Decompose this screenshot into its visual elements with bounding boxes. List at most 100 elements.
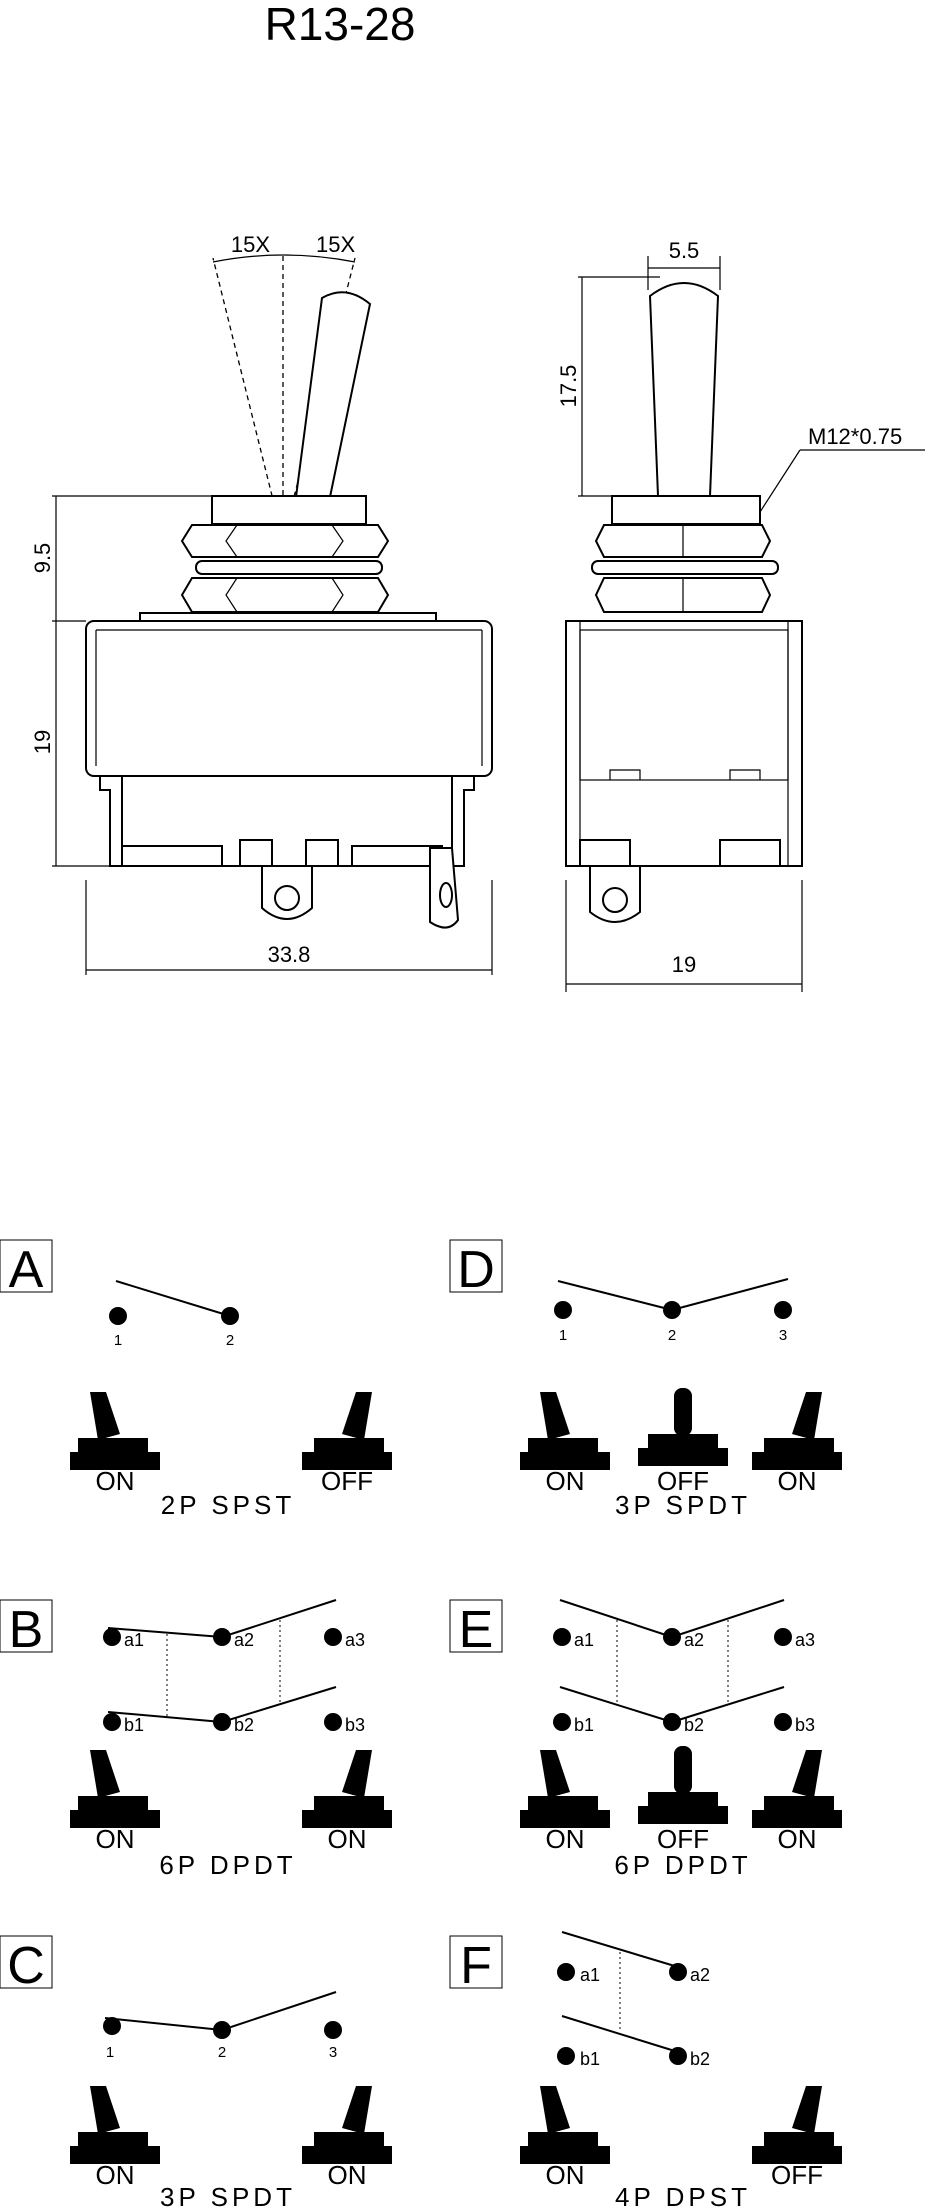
- circuit-f: F a1 a2 b1 b2 ON OFF 4P DPST: [449, 1931, 842, 2210]
- circuit-c-caption: 3P SPDT: [160, 2182, 296, 2210]
- svg-text:b1: b1: [574, 1715, 594, 1735]
- toggle-icon-on: [70, 1750, 160, 1828]
- dim-body-height: 19: [30, 730, 55, 754]
- toggle-icon-off: [638, 1388, 728, 1466]
- toggle-icon-on: [70, 1392, 160, 1470]
- side-lever: [648, 282, 720, 497]
- svg-text:ON: ON: [546, 1466, 585, 1496]
- svg-text:a2: a2: [234, 1630, 254, 1650]
- thread-spec: M12*0.75: [808, 424, 902, 449]
- circuit-f-caption: 4P DPST: [615, 2182, 751, 2210]
- side-view-drawing: 5.5 17.5 M12*0.75 19: [556, 238, 925, 992]
- circuit-a-label: A: [9, 1241, 44, 1299]
- svg-text:ON: ON: [328, 2160, 367, 2190]
- toggle-icon-on: [520, 2086, 610, 2164]
- svg-text:2: 2: [218, 2044, 226, 2061]
- svg-text:2: 2: [668, 1327, 676, 1344]
- svg-text:1: 1: [106, 2044, 114, 2061]
- switch-body: [85, 620, 493, 777]
- svg-text:a3: a3: [345, 1630, 365, 1650]
- circuit-c: C 1 2 3 ON ON 3P SPDT: [0, 1935, 392, 2210]
- side-lock-washer: [591, 560, 779, 575]
- circuit-b-label: B: [9, 1601, 44, 1659]
- front-view-drawing: 15X 15X 9.5 1: [30, 232, 493, 975]
- angle-ray-left: [212, 257, 284, 541]
- circuit-b-caption: 6P DPDT: [159, 1850, 296, 1880]
- circuit-c-label: C: [7, 1937, 45, 1995]
- svg-text:ON: ON: [778, 1466, 817, 1496]
- svg-text:a2: a2: [684, 1630, 704, 1650]
- dim-lever-width: 5.5: [669, 238, 700, 263]
- svg-text:ON: ON: [778, 1824, 817, 1854]
- circuit-a: A 1 2 ON OFF 2P SPST: [0, 1239, 392, 1520]
- svg-text:a2: a2: [690, 1965, 710, 1985]
- svg-text:a1: a1: [574, 1630, 594, 1650]
- dim-side-width: 19: [672, 952, 696, 977]
- svg-text:OFF: OFF: [771, 2160, 823, 2190]
- toggle-icon-off: [638, 1746, 728, 1824]
- circuit-f-box: [449, 1935, 503, 1989]
- svg-text:a3: a3: [795, 1630, 815, 1650]
- svg-text:1: 1: [114, 1332, 122, 1349]
- state-off: OFF: [321, 1466, 373, 1496]
- svg-text:ON: ON: [546, 1824, 585, 1854]
- circuit-e-box: [449, 1599, 503, 1653]
- svg-text:3: 3: [329, 2044, 337, 2061]
- svg-text:OFF: OFF: [657, 1466, 709, 1496]
- toggle-icon-on: [520, 1392, 610, 1470]
- dim-body-width: 33.8: [268, 942, 311, 967]
- circuit-b: B a1 a2 a3 b1 b2 b3 ON ON 6P DPDT: [0, 1599, 392, 1880]
- dim-lever-height: 17.5: [556, 365, 581, 408]
- lock-washer: [195, 560, 383, 575]
- angle-left-label: 15X: [231, 232, 270, 257]
- svg-text:b2: b2: [690, 2049, 710, 2069]
- bushing-cap: [211, 495, 367, 525]
- toggle-lever: [294, 291, 372, 498]
- circuit-d-label: D: [457, 1241, 495, 1299]
- toggle-icon-off: [302, 1392, 392, 1470]
- svg-text:b1: b1: [580, 2049, 600, 2069]
- toggle-icon-on: [302, 2086, 392, 2164]
- svg-text:ON: ON: [96, 1824, 135, 1854]
- svg-text:b2: b2: [684, 1715, 704, 1735]
- svg-text:ON: ON: [328, 1824, 367, 1854]
- hex-nut-upper: [180, 524, 390, 558]
- side-switch-body: [565, 620, 803, 867]
- svg-text:a1: a1: [124, 1630, 144, 1650]
- toggle-icon-on: [70, 2086, 160, 2164]
- svg-text:OFF: OFF: [657, 1824, 709, 1854]
- svg-text:b3: b3: [795, 1715, 815, 1735]
- circuit-b-box: [0, 1599, 53, 1653]
- circuit-f-label: F: [460, 1937, 492, 1995]
- svg-text:3: 3: [779, 1327, 787, 1344]
- mounting-plate: [139, 612, 437, 622]
- state-on: ON: [96, 1466, 135, 1496]
- circuit-a-caption: 2P SPST: [161, 1490, 295, 1520]
- circuit-e-caption: 6P DPDT: [614, 1850, 751, 1880]
- side-bushing-cap: [611, 495, 761, 525]
- circuit-d-box: [449, 1239, 503, 1293]
- part-number-title: R13-28: [265, 0, 416, 50]
- angle-right-label: 15X: [316, 232, 355, 257]
- svg-text:2: 2: [226, 1332, 234, 1349]
- svg-text:b3: b3: [345, 1715, 365, 1735]
- toggle-icon-off: [752, 2086, 842, 2164]
- circuit-e-label: E: [459, 1601, 494, 1659]
- circuit-c-box: [0, 1935, 53, 1989]
- svg-text:a1: a1: [580, 1965, 600, 1985]
- toggle-icon-on: [752, 1392, 842, 1470]
- svg-text:b2: b2: [234, 1715, 254, 1735]
- angle-arc: [212, 254, 356, 263]
- toggle-icon-on: [752, 1750, 842, 1828]
- circuit-e: E a1 a2 a3 b1 b2 b3 ON OFF ON 6P DPDT: [449, 1599, 842, 1880]
- hex-nut-lower: [180, 577, 390, 613]
- svg-text:ON: ON: [96, 2160, 135, 2190]
- circuit-d: D 1 2 3 ON OFF ON 3P SPDT: [449, 1239, 842, 1520]
- toggle-icon-on: [302, 1750, 392, 1828]
- svg-text:b1: b1: [124, 1715, 144, 1735]
- toggle-icon-on: [520, 1750, 610, 1828]
- circuit-a-box: [0, 1239, 53, 1293]
- svg-text:1: 1: [559, 1327, 567, 1344]
- svg-text:ON: ON: [546, 2160, 585, 2190]
